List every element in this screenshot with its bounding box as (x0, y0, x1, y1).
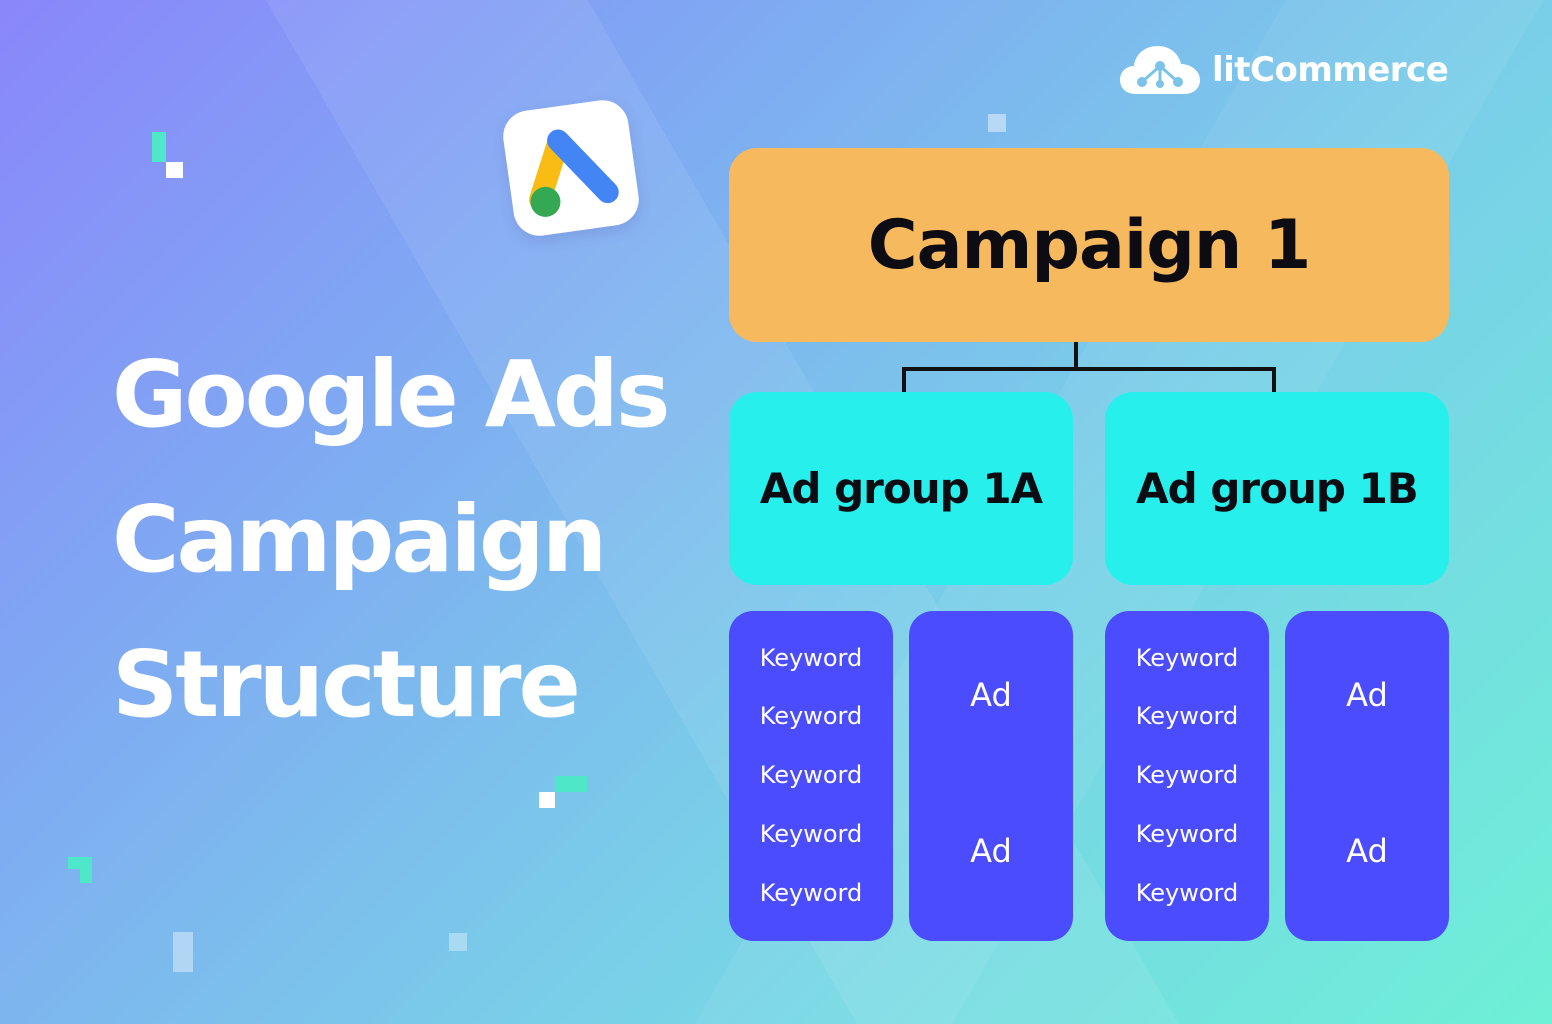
ad-group-node: Ad group 1B (1105, 392, 1449, 585)
ad-group-label: Ad group 1A (759, 464, 1043, 513)
campaign-label: Campaign 1 (867, 205, 1312, 285)
keyword-item: Keyword (759, 644, 863, 672)
ad-item: Ad (970, 676, 1012, 714)
decor-pixel (173, 932, 193, 972)
page-title: Google Ads Campaign Structure (112, 322, 671, 757)
google-ads-logo (499, 96, 643, 240)
keyword-item: Keyword (759, 879, 863, 907)
decor-pixel (449, 933, 467, 951)
ad-item: Ad (1346, 676, 1388, 714)
title-line-3: Structure (112, 631, 581, 738)
ad-item: Ad (970, 832, 1012, 870)
campaign-node: Campaign 1 (729, 148, 1449, 342)
decor-pixel (988, 114, 1006, 132)
keyword-item: Keyword (759, 820, 863, 848)
google-ads-icon (529, 129, 619, 217)
ad-group-node: Ad group 1A (729, 392, 1073, 585)
decor-pixel (555, 776, 587, 792)
decor-pixel (68, 857, 92, 869)
title-line-2: Campaign (112, 486, 607, 593)
keyword-item: Keyword (1135, 702, 1239, 730)
keyword-list: Keyword Keyword Keyword Keyword Keyword (729, 611, 893, 941)
keyword-item: Keyword (759, 702, 863, 730)
keyword-item: Keyword (1135, 761, 1239, 789)
decor-pixel (166, 162, 183, 178)
decor-pixel (539, 792, 555, 808)
brand-name: litCommerce (1212, 50, 1449, 90)
decor-pixel (80, 869, 92, 883)
brand-logo: litCommerce (1118, 40, 1449, 100)
keyword-item: Keyword (1135, 644, 1239, 672)
decor-pixel (152, 132, 166, 162)
keyword-item: Keyword (759, 761, 863, 789)
ad-group-label: Ad group 1B (1136, 464, 1419, 513)
cloud-network-icon (1120, 46, 1200, 94)
ad-list: Ad Ad (1285, 611, 1449, 941)
keyword-item: Keyword (1135, 879, 1239, 907)
title-line-1: Google Ads (112, 341, 671, 448)
ad-list: Ad Ad (909, 611, 1073, 941)
keyword-list: Keyword Keyword Keyword Keyword Keyword (1105, 611, 1269, 941)
ad-item: Ad (1346, 832, 1388, 870)
keyword-item: Keyword (1135, 820, 1239, 848)
